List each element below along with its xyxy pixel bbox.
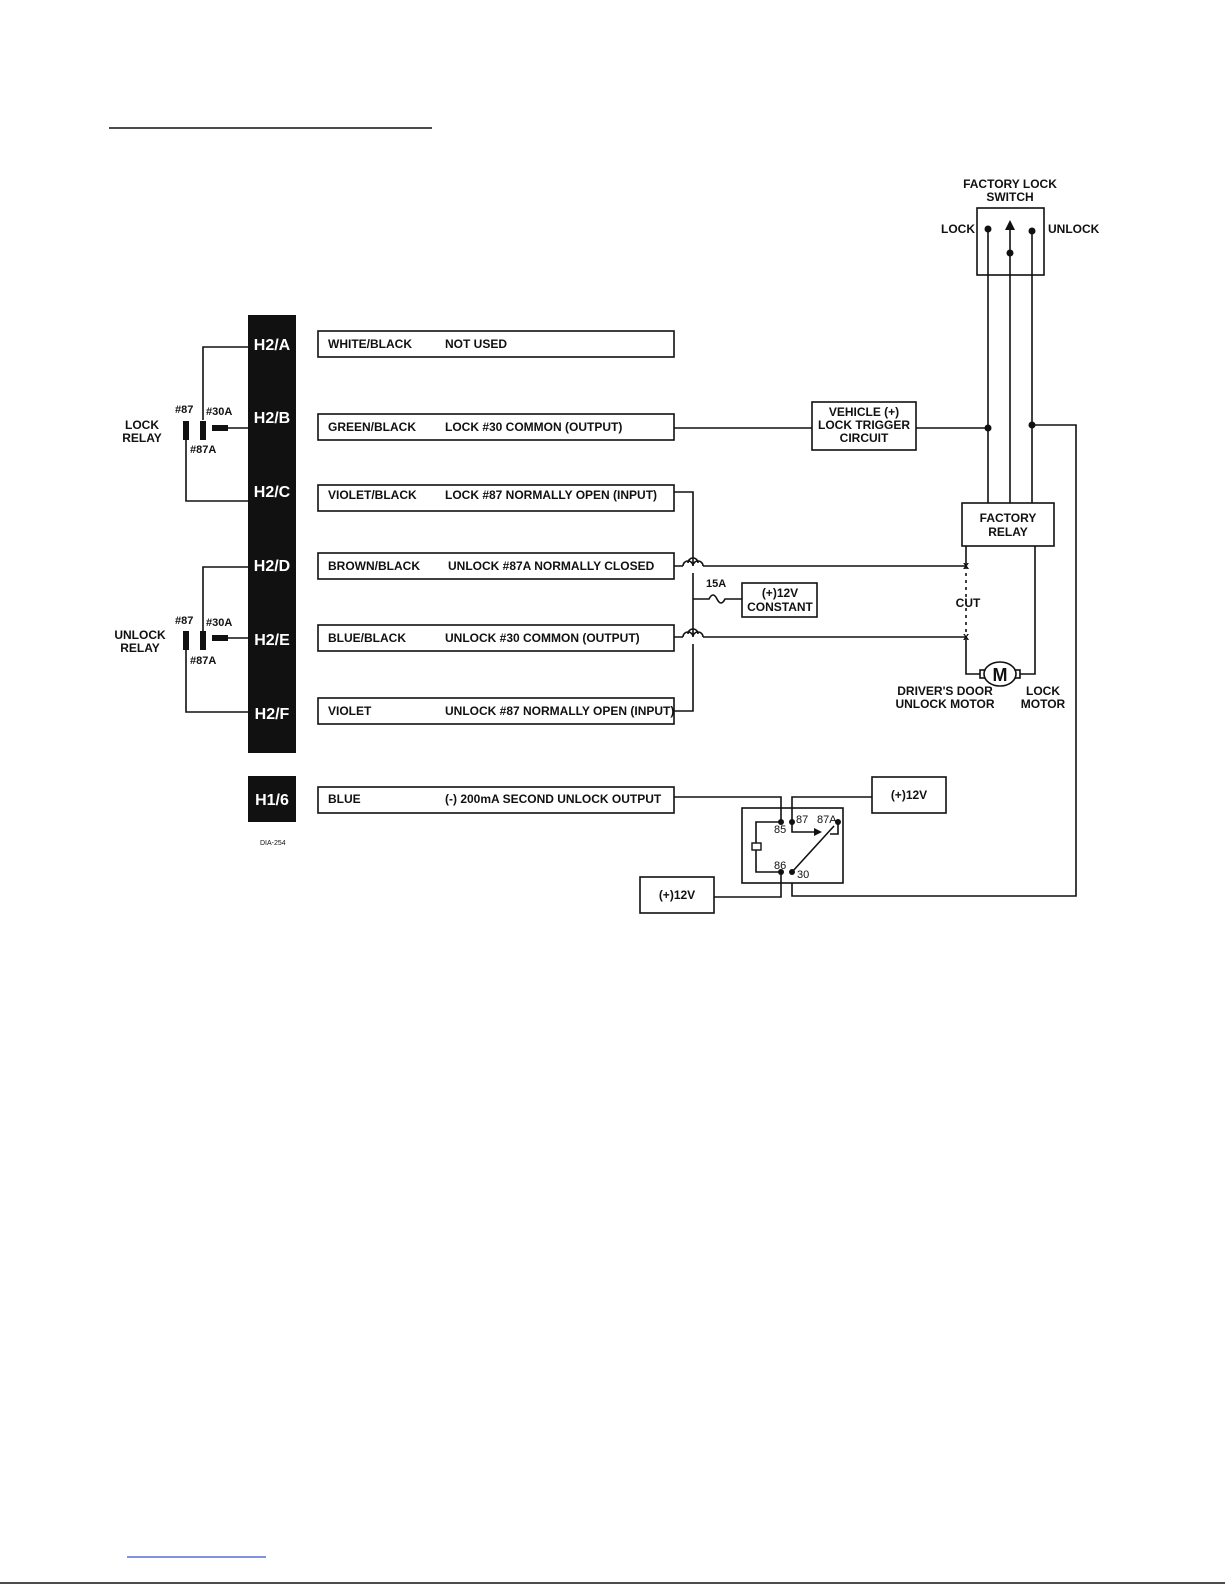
wire-function: LOCK #87 NORMALLY OPEN (INPUT): [445, 488, 657, 502]
switch-lock-label: LOCK: [941, 222, 975, 236]
fuse-label: 15A: [706, 578, 726, 590]
wire-to-motor-left: [965, 637, 981, 675]
wire-row-h2b: GREEN/BLACK LOCK #30 COMMON (OUTPUT): [317, 413, 675, 441]
relay-term-86: 86: [774, 860, 786, 872]
vehicle-trigger-line1: VEHICLE (+): [829, 405, 899, 419]
wire-row-h2f: VIOLET UNLOCK #87 NORMALLY OPEN (INPUT): [317, 697, 675, 725]
plus12v-box-bottom: [639, 876, 715, 914]
connector-h1-block: [248, 776, 296, 822]
factory-relay-line1: FACTORY: [980, 511, 1037, 525]
wire-color: VIOLET/BLACK: [328, 488, 417, 502]
constant-12v-box: [741, 582, 818, 618]
wire-function: UNLOCK #30 COMMON (OUTPUT): [445, 631, 640, 645]
relay-term-87: 87: [796, 814, 808, 826]
lock-relay-label-2: RELAY: [122, 431, 162, 445]
connector-h2-block: [248, 315, 296, 753]
relay-term-30: 30: [797, 869, 809, 881]
pin-label-h2b: H2/B: [254, 410, 290, 427]
pin-label-h2a: H2/A: [254, 337, 291, 354]
wire-h16-to-85: [674, 796, 782, 822]
wire-function: LOCK #30 COMMON (OUTPUT): [445, 420, 622, 434]
vehicle-trigger-line3: CIRCUIT: [840, 431, 889, 445]
unlock-relay-87a: #87A: [190, 655, 216, 667]
fuse-15a: [693, 594, 742, 604]
wire-row-h16: BLUE (-) 200mA SECOND UNLOCK OUTPUT: [317, 786, 675, 814]
unlock-relay-label-2: RELAY: [120, 641, 160, 655]
wire-row-h2c: VIOLET/BLACK LOCK #87 NORMALLY OPEN (INP…: [317, 484, 675, 512]
relay-term-87a: 87A: [817, 814, 837, 826]
cut-label: CUT: [956, 596, 981, 610]
wire-to-motor-right: [1019, 546, 1036, 675]
lock-relay-87a: #87A: [190, 444, 216, 456]
wire-constant-bus: [674, 491, 694, 712]
switch-title-1: FACTORY LOCK: [963, 177, 1057, 191]
pin-label-h2d: H2/D: [254, 558, 290, 575]
motor-left-label-1: DRIVER'S DOOR: [897, 684, 993, 698]
wire-function: UNLOCK #87 NORMALLY OPEN (INPUT): [445, 704, 674, 718]
wire-hop-d: [682, 560, 704, 567]
cut-x-mark: x: [963, 560, 970, 572]
wire-86-to-12v: [714, 872, 782, 898]
wire-color: GREEN/BLACK: [328, 420, 416, 434]
junction-dot: [984, 424, 992, 432]
wire-color: BLUE/BLACK: [328, 631, 406, 645]
motor-m: M: [993, 665, 1008, 685]
pin-label-h16: H1/6: [255, 792, 289, 809]
lock-relay-label: LOCK: [125, 418, 159, 432]
switch-title-2: SWITCH: [986, 190, 1033, 204]
wire-function: UNLOCK #87A NORMALLY CLOSED: [448, 559, 655, 573]
unlock-relay-label: UNLOCK: [114, 628, 166, 642]
unlock-relay-30a: #30A: [206, 617, 232, 629]
wire-color: BLUE: [328, 792, 361, 806]
factory-lock-switch: FACTORY LOCK SWITCH LOCK UNLOCK: [941, 177, 1100, 276]
diagram-code: DIA-254: [260, 840, 286, 847]
lock-relay-87: #87: [175, 404, 193, 416]
plus12v-box-top: [871, 776, 947, 814]
plus12v-top: (+)12V: [891, 788, 927, 802]
vehicle-trigger-box: [811, 401, 917, 451]
factory-relay-line2: RELAY: [988, 525, 1028, 539]
pin-label-h2c: H2/C: [254, 484, 291, 501]
lock-relay-30a: #30A: [206, 406, 232, 418]
motor-left-label-2: UNLOCK MOTOR: [895, 697, 994, 711]
switch-unlock-label: UNLOCK: [1048, 222, 1100, 236]
unlock-relay: #87 #30A #87A UNLOCK RELAY: [114, 566, 248, 713]
wire-function: (-) 200mA SECOND UNLOCK OUTPUT: [445, 792, 662, 806]
wire-hop-e: [682, 631, 704, 638]
wire-color: VIOLET: [328, 704, 372, 718]
wire-color: BROWN/BLACK: [328, 559, 420, 573]
constant-line1: (+)12V: [762, 586, 798, 600]
wire-row-h2d: BROWN/BLACK UNLOCK #87A NORMALLY CLOSED: [317, 552, 675, 580]
wire-function: NOT USED: [445, 337, 507, 351]
wire-row-h2e: BLUE/BLACK UNLOCK #30 COMMON (OUTPUT): [317, 624, 675, 652]
constant-line2: CONSTANT: [747, 600, 813, 614]
wire-87-to-12v: [791, 796, 872, 822]
wire-unlock-to-relay-30: [791, 424, 1077, 897]
pin-label-h2e: H2/E: [254, 632, 290, 649]
pin-label-h2f: H2/F: [255, 706, 290, 723]
motor-symbol: M: [979, 661, 1021, 687]
wire-row-h2a: WHITE/BLACK NOT USED: [317, 330, 675, 358]
wire-color: WHITE/BLACK: [328, 337, 412, 351]
vehicle-trigger-line2: LOCK TRIGGER: [818, 418, 910, 432]
factory-relay-box: [961, 502, 1055, 547]
relay-term-85: 85: [774, 824, 786, 836]
unlock-relay-87: #87: [175, 615, 193, 627]
lock-relay: #87 #30A #87A LOCK RELAY: [122, 346, 248, 502]
plus12v-bottom: (+)12V: [659, 888, 695, 902]
motor-right-label-2: MOTOR: [1021, 697, 1066, 711]
motor-right-label-1: LOCK: [1026, 684, 1060, 698]
